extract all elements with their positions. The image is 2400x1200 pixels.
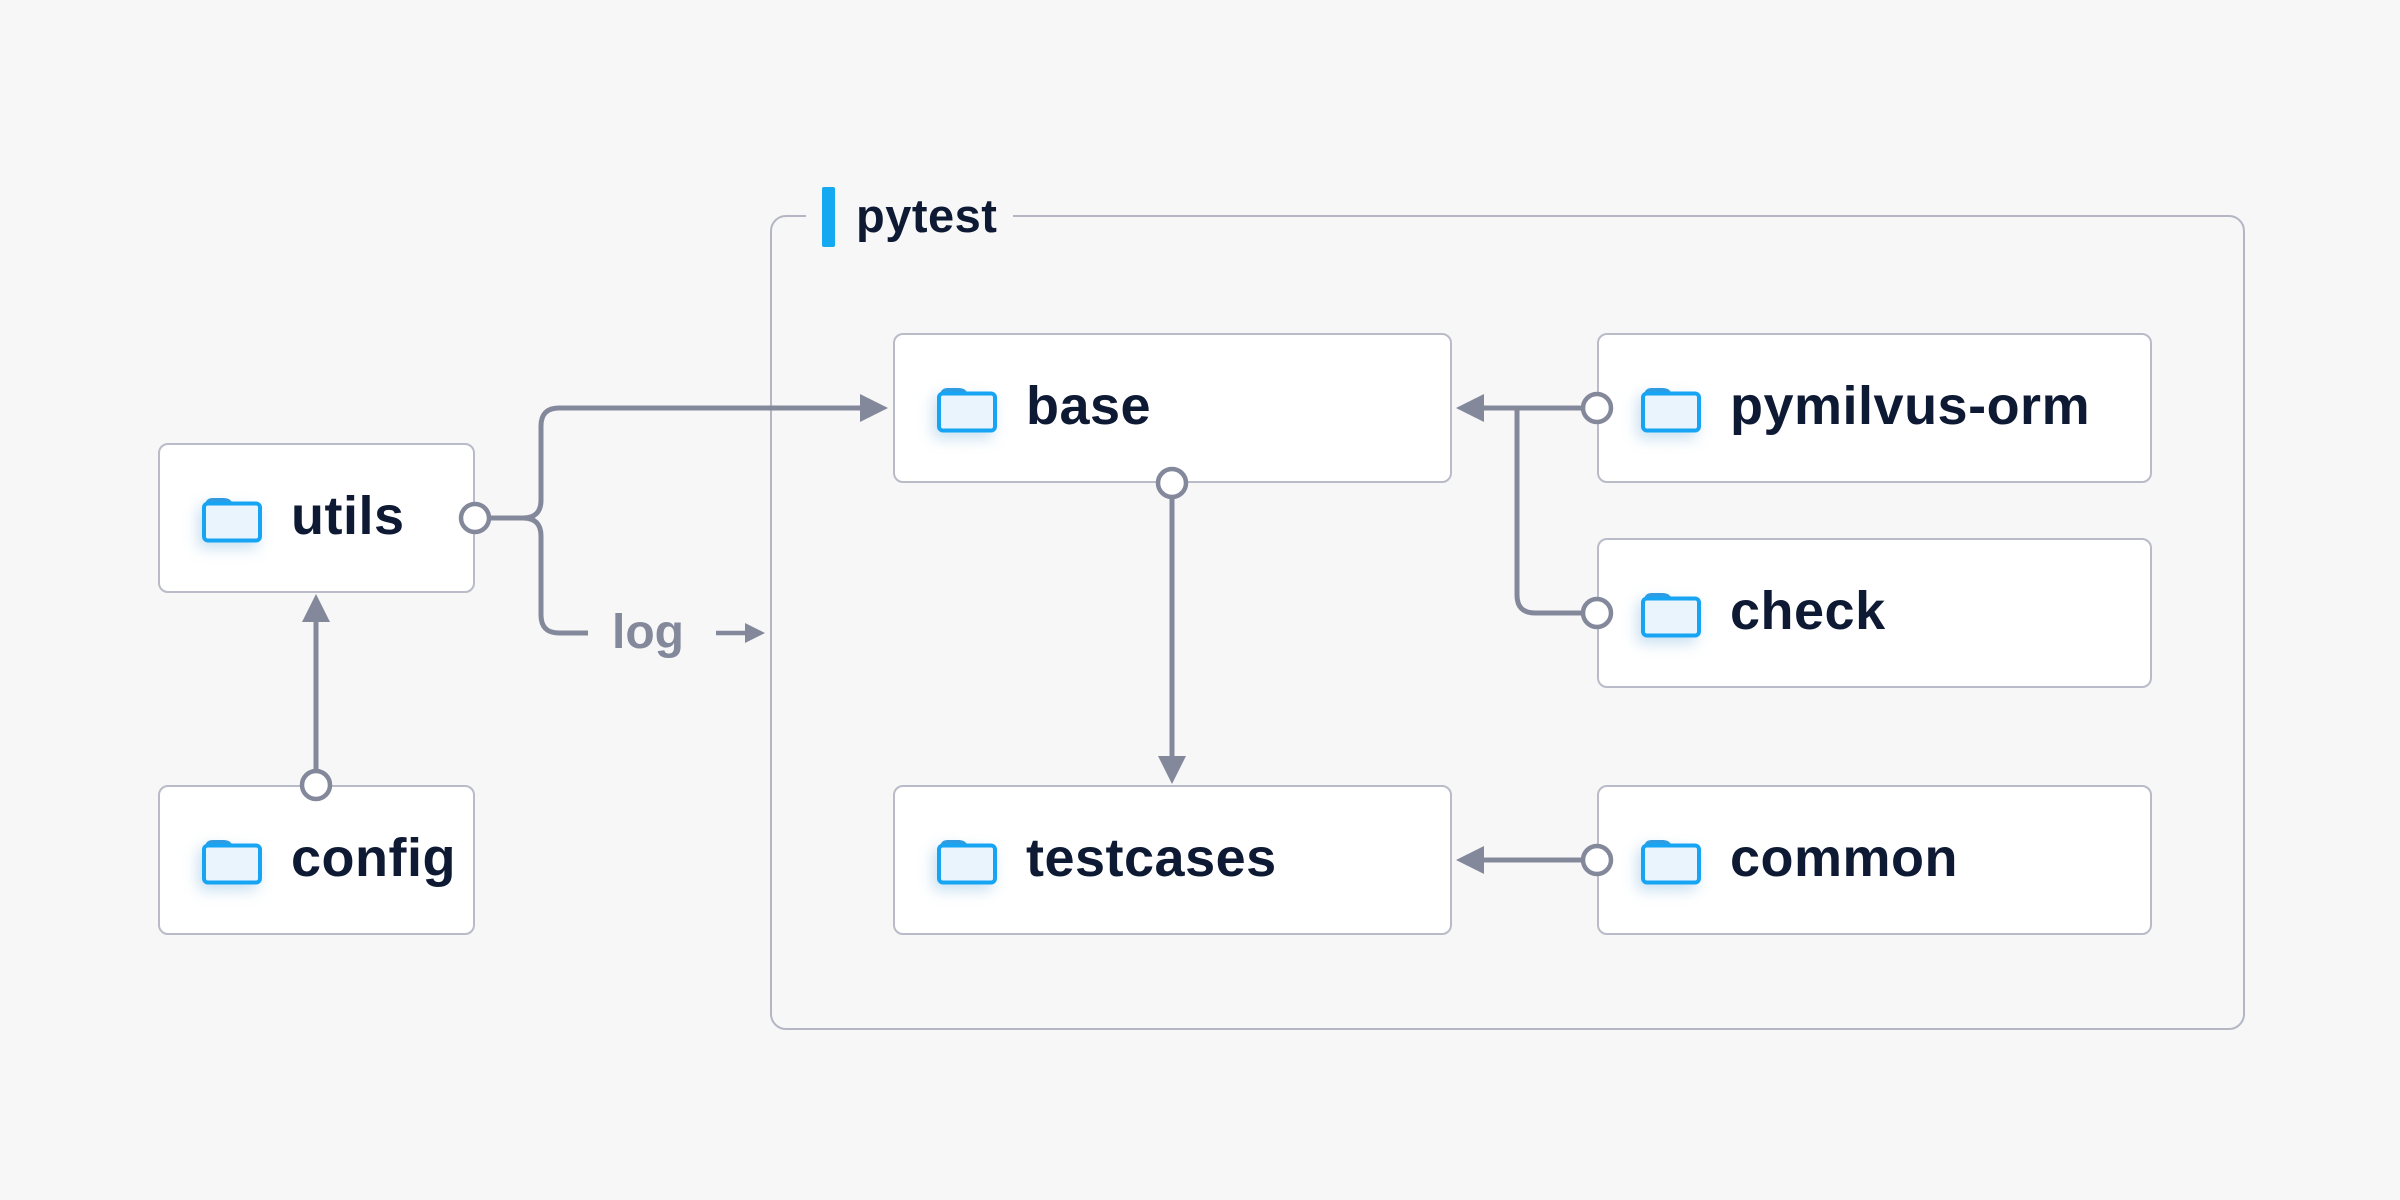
- pytest-container: [770, 215, 2245, 1030]
- node-label: common: [1730, 828, 1959, 888]
- arrowhead-up-icon: [302, 594, 330, 622]
- node-label: check: [1730, 581, 1886, 641]
- node-label: testcases: [1026, 828, 1277, 888]
- folder-icon: [1641, 840, 1701, 885]
- folder-icon: [202, 498, 262, 543]
- node-testcases: testcases: [893, 785, 1452, 935]
- edge-label-log: log: [612, 606, 684, 659]
- pytest-label-text: pytest: [856, 188, 998, 242]
- node-common: common: [1597, 785, 2152, 935]
- pytest-container-label: pytest: [806, 186, 1014, 248]
- node-config: config: [158, 785, 475, 935]
- node-label: base: [1026, 376, 1152, 436]
- accent-bar-icon: [822, 187, 835, 247]
- node-utils: utils: [158, 443, 475, 593]
- node-pymilvus-orm: pymilvus-orm: [1597, 333, 2152, 483]
- folder-icon: [202, 840, 262, 885]
- node-label: config: [291, 828, 456, 888]
- log-arrowhead-right-icon: [745, 623, 765, 643]
- folder-icon: [937, 840, 997, 885]
- folder-icon: [1641, 593, 1701, 638]
- folder-icon: [1641, 388, 1701, 433]
- node-label: utils: [291, 486, 405, 546]
- node-check: check: [1597, 538, 2152, 688]
- edge-config-utils: [299, 594, 333, 802]
- node-base: base: [893, 333, 1452, 483]
- node-label: pymilvus-orm: [1730, 376, 2091, 436]
- folder-icon: [937, 388, 997, 433]
